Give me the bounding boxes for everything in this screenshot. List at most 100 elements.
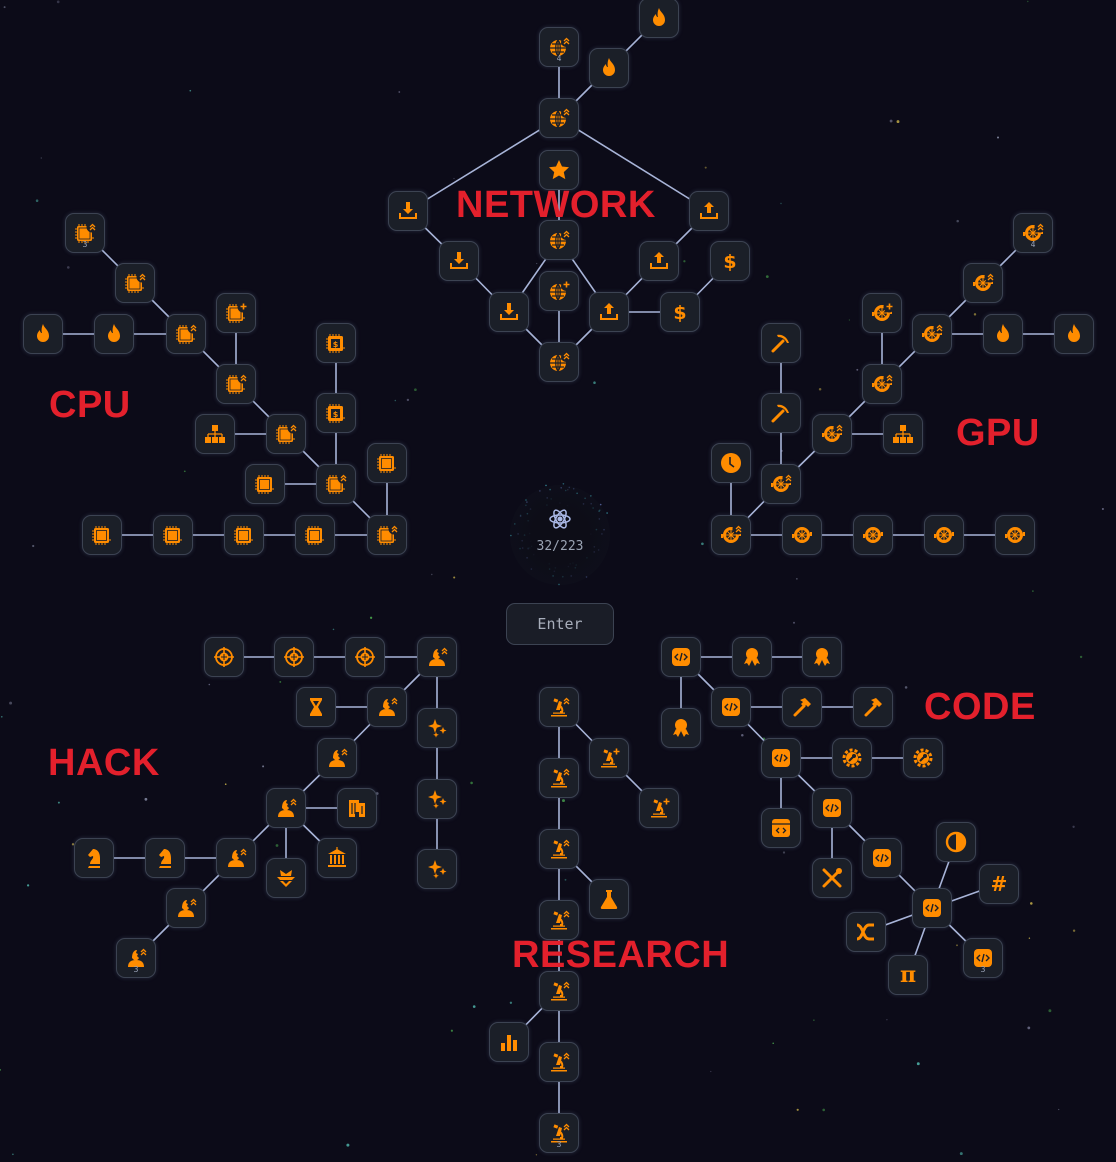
cpu-skill-node[interactable] [166, 314, 206, 354]
hack-skill-node[interactable] [204, 637, 244, 677]
cpu-skill-node[interactable] [23, 314, 63, 354]
cpu-skill-node[interactable]: $ [316, 393, 356, 433]
research-skill-node[interactable] [539, 971, 579, 1011]
code-skill-node[interactable]: 3 [963, 938, 1003, 978]
cpu-skill-node[interactable] [195, 414, 235, 454]
cpu-skill-node[interactable] [316, 464, 356, 504]
hack-skill-node[interactable] [145, 838, 185, 878]
code-skill-node[interactable] [761, 738, 801, 778]
network-skill-node[interactable] [539, 98, 579, 138]
code-skill-node[interactable] [936, 822, 976, 862]
hack-skill-node[interactable] [266, 788, 306, 828]
code-skill-node[interactable] [853, 687, 893, 727]
gpu-skill-node[interactable] [711, 515, 751, 555]
code-skill-node[interactable] [732, 637, 772, 677]
cpu-skill-node[interactable] [115, 263, 155, 303]
code-skill-node[interactable] [782, 687, 822, 727]
gpu-skill-node[interactable] [862, 364, 902, 404]
research-skill-node[interactable] [539, 758, 579, 798]
code-skill-node[interactable] [711, 687, 751, 727]
research-skill-node[interactable]: 3 [539, 1113, 579, 1153]
network-skill-node[interactable] [539, 150, 579, 190]
gpu-skill-node[interactable] [812, 414, 852, 454]
code-skill-node[interactable] [912, 888, 952, 928]
network-skill-node[interactable] [439, 241, 479, 281]
code-skill-node[interactable] [661, 708, 701, 748]
gpu-skill-node[interactable] [782, 515, 822, 555]
network-skill-node[interactable] [689, 191, 729, 231]
code-skill-node[interactable] [862, 838, 902, 878]
research-skill-node[interactable] [489, 1022, 529, 1062]
code-skill-node[interactable] [661, 637, 701, 677]
gpu-skill-node[interactable] [912, 314, 952, 354]
hack-skill-node[interactable] [266, 858, 306, 898]
hack-skill-node[interactable] [317, 738, 357, 778]
research-skill-node[interactable] [539, 829, 579, 869]
hack-skill-node[interactable] [417, 708, 457, 748]
code-skill-node[interactable] [802, 637, 842, 677]
hack-skill-node[interactable] [296, 687, 336, 727]
cpu-skill-node[interactable] [367, 515, 407, 555]
hack-skill-node[interactable] [317, 838, 357, 878]
gpu-skill-node[interactable] [983, 314, 1023, 354]
cpu-skill-node[interactable] [224, 515, 264, 555]
code-skill-node[interactable] [812, 788, 852, 828]
gpu-skill-node[interactable] [862, 293, 902, 333]
network-skill-node[interactable] [589, 48, 629, 88]
gpu-skill-node[interactable] [761, 393, 801, 433]
code-skill-node[interactable] [832, 738, 872, 778]
gpu-skill-node[interactable] [1054, 314, 1094, 354]
cpu-skill-node[interactable] [94, 314, 134, 354]
gpu-skill-node[interactable] [883, 414, 923, 454]
network-skill-node[interactable] [639, 241, 679, 281]
enter-button[interactable]: Enter [506, 603, 614, 645]
cpu-skill-node[interactable] [367, 443, 407, 483]
research-skill-node[interactable] [589, 879, 629, 919]
hack-skill-node[interactable] [417, 779, 457, 819]
cpu-skill-node[interactable]: $ [316, 323, 356, 363]
research-skill-node[interactable] [539, 687, 579, 727]
gpu-skill-node[interactable] [853, 515, 893, 555]
hack-skill-node[interactable]: 3 [116, 938, 156, 978]
gpu-skill-node[interactable] [761, 464, 801, 504]
cpu-skill-node[interactable] [153, 515, 193, 555]
network-skill-node[interactable] [388, 191, 428, 231]
hack-skill-node[interactable] [417, 849, 457, 889]
gpu-skill-node[interactable] [995, 515, 1035, 555]
hack-skill-node[interactable] [367, 687, 407, 727]
cpu-skill-node[interactable] [82, 515, 122, 555]
network-skill-node[interactable] [539, 342, 579, 382]
gpu-skill-node[interactable] [963, 263, 1003, 303]
cpu-skill-node[interactable] [266, 414, 306, 454]
code-skill-node[interactable]: # [979, 864, 1019, 904]
gpu-skill-node[interactable]: 4 [1013, 213, 1053, 253]
cpu-skill-node[interactable] [216, 293, 256, 333]
code-skill-node[interactable] [761, 808, 801, 848]
gpu-skill-node[interactable] [761, 323, 801, 363]
cpu-skill-node[interactable] [216, 364, 256, 404]
network-skill-node[interactable] [489, 292, 529, 332]
hack-skill-node[interactable] [274, 637, 314, 677]
code-skill-node[interactable] [903, 738, 943, 778]
hack-skill-node[interactable] [74, 838, 114, 878]
research-skill-node[interactable] [539, 900, 579, 940]
code-skill-node[interactable] [812, 858, 852, 898]
network-skill-node[interactable]: $ [710, 241, 750, 281]
gpu-skill-node[interactable] [711, 443, 751, 483]
hack-skill-node[interactable] [337, 788, 377, 828]
hack-skill-node[interactable] [216, 838, 256, 878]
network-skill-node[interactable] [589, 292, 629, 332]
hack-skill-node[interactable] [345, 637, 385, 677]
network-skill-node[interactable] [539, 220, 579, 260]
network-skill-node[interactable]: 4 [539, 27, 579, 67]
network-skill-node[interactable] [639, 0, 679, 38]
cpu-skill-node[interactable]: 3 [65, 213, 105, 253]
hack-skill-node[interactable] [166, 888, 206, 928]
research-skill-node[interactable] [539, 1042, 579, 1082]
code-skill-node[interactable] [846, 912, 886, 952]
code-skill-node[interactable]: π [888, 955, 928, 995]
cpu-skill-node[interactable] [295, 515, 335, 555]
research-skill-node[interactable] [589, 738, 629, 778]
hack-skill-node[interactable] [417, 637, 457, 677]
research-skill-node[interactable] [639, 788, 679, 828]
